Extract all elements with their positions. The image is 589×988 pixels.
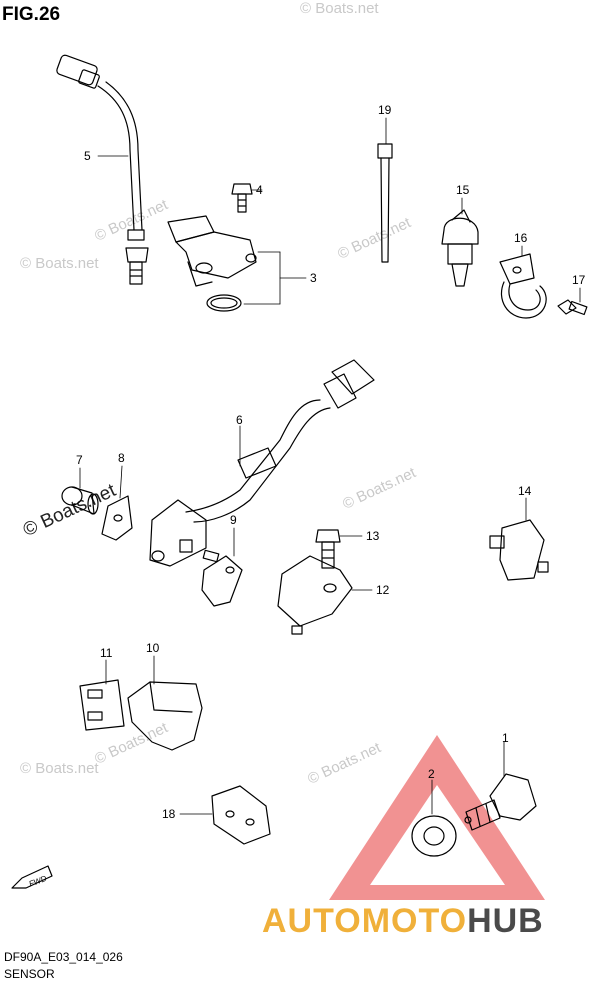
callout-6: 6 xyxy=(236,413,243,427)
callout-3: 3 xyxy=(310,271,317,285)
part-5-sensor-lead xyxy=(56,54,149,285)
callout-19: 19 xyxy=(378,103,392,117)
part-18-mount xyxy=(211,785,271,845)
part-14-knock-sensor xyxy=(489,519,549,581)
diagram-code: DF90A_E03_014_026 xyxy=(4,950,123,964)
part-4-bolt xyxy=(231,183,253,213)
leader-lines xyxy=(79,117,581,815)
callout-10: 10 xyxy=(146,641,160,655)
part-17-bolt xyxy=(557,299,588,316)
brand-logo-triangle xyxy=(329,735,545,900)
part-10-cover xyxy=(127,681,203,751)
part-16-clamp xyxy=(499,253,547,319)
callout-14: 14 xyxy=(518,484,532,498)
callout-labels: 1 2 3 4 5 6 7 8 9 10 11 12 13 14 15 16 1… xyxy=(28,103,586,889)
part-15-clip xyxy=(441,209,479,287)
part-19-cable-tie xyxy=(377,143,393,263)
callout-8: 8 xyxy=(118,451,125,465)
callout-17: 17 xyxy=(572,273,586,287)
part-8-bracket xyxy=(101,495,133,541)
callout-18: 18 xyxy=(162,807,176,821)
part-11-grommet xyxy=(79,679,125,731)
callout-9: 9 xyxy=(230,513,237,527)
callout-1: 1 xyxy=(502,731,509,745)
callout-4: 4 xyxy=(256,183,263,197)
callout-15: 15 xyxy=(456,183,470,197)
callout-13: 13 xyxy=(366,529,380,543)
callout-16: 16 xyxy=(514,231,528,245)
fwd-label: FWD xyxy=(28,874,48,889)
brand-text-part1: AUTOMOTO xyxy=(262,902,468,940)
brand-wordmark: AUTOMOTOHUB xyxy=(262,902,544,941)
diagram-caption: SENSOR xyxy=(4,967,55,981)
part-3-map-sensor xyxy=(167,215,257,312)
figure-title: FIG.26 xyxy=(2,4,61,25)
watermark: © Boats.net xyxy=(300,0,379,17)
callout-7: 7 xyxy=(76,453,83,467)
watermark: © Boats.net xyxy=(20,255,99,272)
part-12-sensor xyxy=(277,555,353,635)
callout-11: 11 xyxy=(100,646,113,660)
part-6-sensor-harness xyxy=(149,359,375,567)
callout-2: 2 xyxy=(428,767,435,781)
brand-text-part2: HUB xyxy=(467,902,544,940)
watermark: © Boats.net xyxy=(20,760,99,777)
part-2-grommet xyxy=(411,815,457,857)
part-7-magnet xyxy=(61,486,99,515)
part-9-bracket xyxy=(201,549,243,607)
callout-12: 12 xyxy=(376,583,390,597)
callout-5: 5 xyxy=(84,149,91,163)
part-1-sensor xyxy=(464,773,537,831)
part-13-bolt xyxy=(315,529,341,569)
fwd-arrow xyxy=(11,865,53,889)
